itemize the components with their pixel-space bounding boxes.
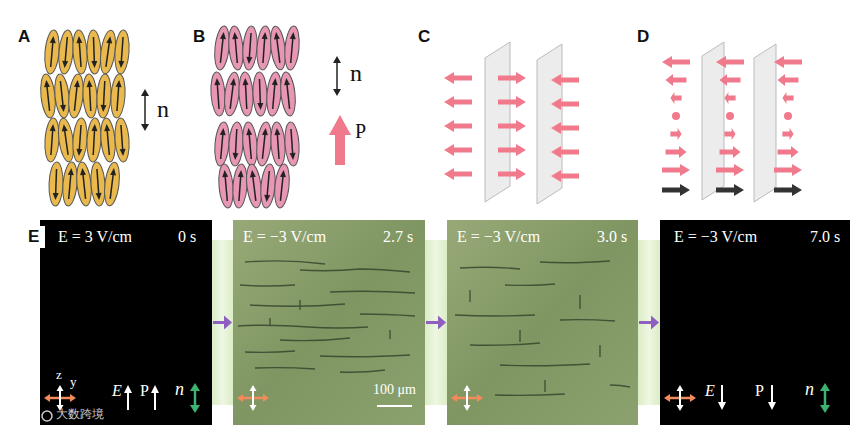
domain-streaks (238, 261, 415, 372)
panel-caption: E = 3 V/cm (58, 228, 132, 246)
panel-caption: 7.0 s (810, 228, 840, 246)
micrograph-panel: E = −3 V/cm 3.0 s (447, 220, 638, 425)
panel-label-box (25, 226, 45, 248)
panel-caption: 2.7 s (383, 228, 413, 246)
nematic-molecules (39, 29, 131, 206)
watermark: 大数跨境 (56, 408, 104, 421)
polarization-arrow (329, 115, 351, 165)
panel-label: B (193, 28, 205, 47)
panel-caption: 0 s (178, 228, 196, 246)
transition-arrow (426, 316, 446, 330)
axis-label: E (112, 382, 122, 400)
panel-caption: 3.0 s (597, 228, 627, 246)
panel-label: D (637, 28, 649, 47)
panel-caption: E = −3 V/cm (674, 228, 757, 246)
panel-label: C (418, 28, 430, 47)
field-arrows (124, 383, 830, 413)
micrograph-bright (233, 220, 425, 425)
axis-label: n (175, 380, 184, 400)
domain-walls (702, 42, 776, 202)
transition-arrow (639, 316, 659, 330)
symbol-label: P (355, 120, 366, 142)
axis-label: P (755, 382, 764, 400)
micrograph-bright (447, 220, 638, 425)
symbol-label: n (350, 60, 362, 86)
axis-label: 100 μm (373, 382, 416, 397)
panel-caption: E = −3 V/cm (243, 228, 326, 246)
panel-caption: E = −3 V/cm (457, 228, 540, 246)
micrograph-panel: E = 3 V/cm 0 s zyEPn (40, 220, 212, 425)
axis-label: z (56, 368, 62, 382)
polarization-arrows (444, 72, 579, 182)
axis-label: n (805, 380, 814, 400)
director-arrow (141, 89, 149, 131)
domain-streaks (455, 261, 630, 395)
micrograph-dark (660, 220, 850, 425)
micrograph-panel: E = −3 V/cm 7.0 s E Pn (660, 220, 850, 425)
domain-walls (485, 42, 562, 204)
symbol-label: n (157, 96, 169, 122)
director-arrow (333, 56, 341, 96)
axis-label: E (705, 382, 715, 400)
panel-label: A (18, 28, 30, 47)
scale-bar (377, 405, 412, 407)
axis-label: y (70, 375, 77, 389)
twisted-polarization (662, 56, 802, 196)
transition-arrow (213, 316, 232, 330)
ferroelectric-molecules (209, 25, 300, 208)
micrograph-dark (40, 220, 212, 425)
micrograph-panel: E = −3 V/cm 2.7 s 100 μm (233, 220, 425, 425)
panel-label: E (28, 228, 39, 247)
watermark-logo (42, 411, 52, 421)
axis-label: P (140, 382, 149, 400)
